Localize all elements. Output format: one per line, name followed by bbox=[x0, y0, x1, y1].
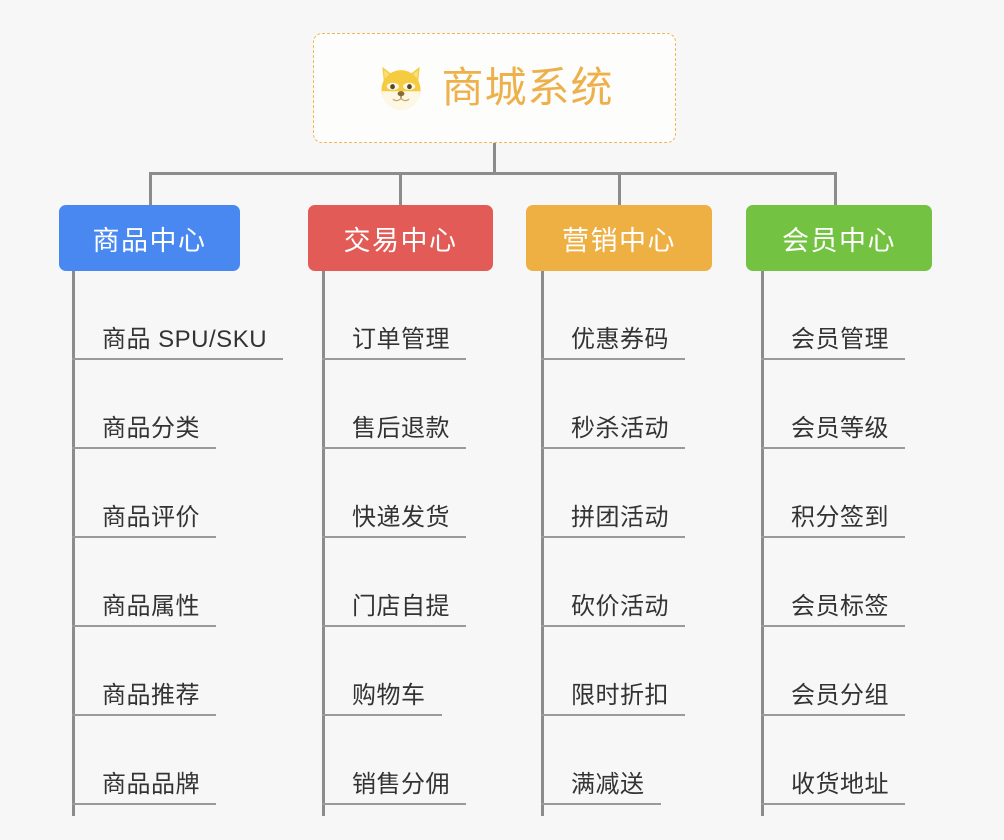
leaf-item[interactable]: 优惠券码 bbox=[541, 271, 685, 360]
leaf-item[interactable]: 商品推荐 bbox=[72, 627, 216, 716]
leaf-label: 售后退款 bbox=[352, 415, 450, 442]
leaf-item[interactable]: 秒杀活动 bbox=[541, 360, 685, 449]
connector-drop-0 bbox=[149, 172, 152, 206]
connector-drop-3 bbox=[834, 172, 837, 206]
leaf-item[interactable]: 积分签到 bbox=[761, 449, 905, 538]
category-box-member[interactable]: 会员中心 bbox=[746, 205, 932, 271]
leaf-label: 订单管理 bbox=[352, 326, 450, 353]
trunk-line bbox=[761, 271, 764, 816]
leaf-label: 优惠券码 bbox=[571, 326, 669, 353]
leaf-item[interactable]: 商品分类 bbox=[72, 360, 216, 449]
leaf-item[interactable]: 满减送 bbox=[541, 716, 661, 805]
category-box-marketing[interactable]: 营销中心 bbox=[526, 205, 712, 271]
leaf-label: 会员标签 bbox=[791, 593, 889, 620]
leaf-label: 收货地址 bbox=[791, 771, 889, 798]
leaf-label: 满减送 bbox=[571, 771, 645, 798]
leaf-item[interactable]: 销售分佣 bbox=[322, 716, 466, 805]
category-box-product[interactable]: 商品中心 bbox=[59, 205, 240, 271]
leaf-item[interactable]: 快递发货 bbox=[322, 449, 466, 538]
leaf-label: 积分签到 bbox=[791, 504, 889, 531]
leaf-label: 快递发货 bbox=[352, 504, 450, 531]
leaf-label: 拼团活动 bbox=[571, 504, 669, 531]
leaf-label: 会员等级 bbox=[791, 415, 889, 442]
leaf-item[interactable]: 售后退款 bbox=[322, 360, 466, 449]
connector-bus-bar bbox=[149, 172, 837, 175]
leaf-label: 购物车 bbox=[352, 682, 426, 709]
category-box-trade[interactable]: 交易中心 bbox=[308, 205, 493, 271]
leaf-label: 商品推荐 bbox=[102, 682, 200, 709]
leaf-item[interactable]: 门店自提 bbox=[322, 538, 466, 627]
leaf-item[interactable]: 订单管理 bbox=[322, 271, 466, 360]
leaf-item[interactable]: 会员管理 bbox=[761, 271, 905, 360]
connector-drop-2 bbox=[618, 172, 621, 206]
leaf-label: 商品 SPU/SKU bbox=[102, 326, 268, 353]
leaf-label: 砍价活动 bbox=[571, 593, 669, 620]
root-title: 商城系统 bbox=[441, 64, 614, 111]
category-label: 交易中心 bbox=[343, 225, 458, 256]
shiba-inu-dog-face-icon bbox=[381, 66, 421, 111]
leaf-item[interactable]: 限时折扣 bbox=[541, 627, 685, 716]
leaf-label: 限时折扣 bbox=[571, 682, 669, 709]
leaf-item[interactable]: 商品品牌 bbox=[72, 716, 216, 805]
leaf-item[interactable]: 购物车 bbox=[322, 627, 442, 716]
category-label: 营销中心 bbox=[562, 225, 676, 256]
leaf-label: 会员分组 bbox=[791, 682, 889, 709]
leaf-label: 销售分佣 bbox=[352, 771, 450, 798]
leaf-label: 商品品牌 bbox=[102, 771, 200, 798]
leaf-item[interactable]: 会员标签 bbox=[761, 538, 905, 627]
connector-drop-1 bbox=[399, 172, 402, 206]
category-label: 会员中心 bbox=[782, 225, 896, 256]
leaf-label: 秒杀活动 bbox=[571, 415, 669, 442]
leaf-item[interactable]: 商品 SPU/SKU bbox=[72, 271, 283, 360]
leaf-item[interactable]: 会员分组 bbox=[761, 627, 905, 716]
leaf-label: 门店自提 bbox=[352, 593, 450, 620]
trunk-line bbox=[541, 271, 544, 816]
leaf-label: 商品分类 bbox=[102, 415, 200, 442]
leaf-label: 会员管理 bbox=[791, 326, 889, 353]
leaf-item[interactable]: 商品评价 bbox=[72, 449, 216, 538]
category-label: 商品中心 bbox=[92, 225, 207, 256]
leaf-item[interactable]: 会员等级 bbox=[761, 360, 905, 449]
leaf-item[interactable]: 商品属性 bbox=[72, 538, 216, 627]
trunk-line bbox=[72, 271, 75, 816]
leaf-label: 商品属性 bbox=[102, 593, 200, 620]
trunk-line bbox=[322, 271, 325, 816]
root-node[interactable]: 商城系统 bbox=[313, 33, 676, 143]
connector-root-stem bbox=[493, 143, 496, 175]
leaf-item[interactable]: 收货地址 bbox=[761, 716, 905, 805]
leaf-label: 商品评价 bbox=[102, 504, 200, 531]
leaf-item[interactable]: 拼团活动 bbox=[541, 449, 685, 538]
leaf-item[interactable]: 砍价活动 bbox=[541, 538, 685, 627]
